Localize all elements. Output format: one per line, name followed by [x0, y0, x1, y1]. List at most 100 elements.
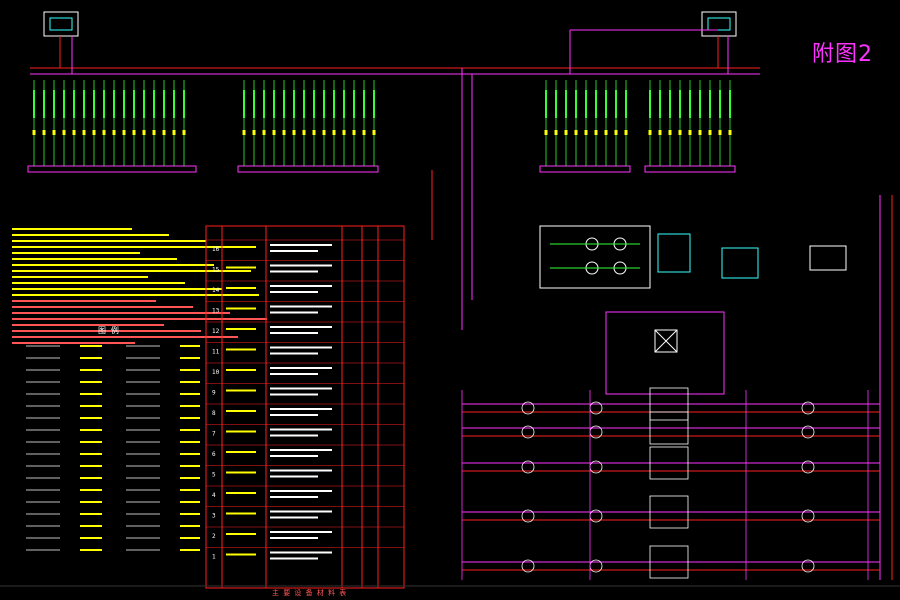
table-row-number: 6: [212, 451, 216, 458]
branch-label-bar: [43, 90, 45, 118]
branch-label-bar: [343, 90, 345, 118]
branch-label-bar: [143, 90, 145, 118]
table-cell: [270, 332, 318, 334]
table-row-number: 5: [212, 472, 216, 479]
branch-label-bar: [323, 90, 325, 118]
note-line: [12, 294, 259, 296]
note-line: [12, 240, 206, 242]
table-cell: [226, 307, 256, 310]
valve-mark: [372, 130, 376, 135]
legend-label: [180, 477, 200, 479]
pump-symbol: [521, 425, 535, 439]
legend-label: [180, 429, 200, 431]
branch-label-bar: [93, 90, 95, 118]
valve-mark: [162, 130, 166, 135]
branch-label-bar: [625, 90, 627, 118]
table-cell: [270, 414, 318, 416]
table-row-number: 4: [212, 492, 216, 499]
valve-mark: [242, 130, 246, 135]
pump-symbol: [521, 559, 535, 573]
branch-label-bar: [565, 90, 567, 118]
valve-mark: [102, 130, 106, 135]
note-line: [12, 270, 251, 272]
note-line: [12, 258, 177, 260]
table-cell: [270, 496, 318, 498]
valve-mark: [554, 130, 558, 135]
drawing-title: 附图2: [812, 42, 873, 67]
valve-mark: [282, 130, 286, 135]
branch-label-bar: [273, 90, 275, 118]
branch-label-bar: [133, 90, 135, 118]
table-cell: [270, 367, 332, 369]
note-line: [12, 234, 169, 236]
branch-label-bar: [313, 90, 315, 118]
valve-mark: [72, 130, 76, 135]
note-line: [12, 312, 230, 314]
legend-label: [80, 405, 102, 407]
branch-label-bar: [709, 90, 711, 118]
valve-mark: [564, 130, 568, 135]
table-cell: [270, 408, 332, 410]
branch-label-bar: [283, 90, 285, 118]
pump-symbol: [801, 559, 815, 573]
table-cell: [270, 428, 332, 431]
valve-mark: [584, 130, 588, 135]
table-cell: [270, 291, 318, 293]
branch-label-bar: [669, 90, 671, 118]
table-row-number: 3: [212, 513, 216, 520]
table-cell: [270, 387, 332, 390]
table-cell: [226, 348, 256, 351]
legend-label: [180, 345, 200, 347]
valve-mark: [352, 130, 356, 135]
legend-label: [80, 477, 102, 479]
table-cell: [226, 451, 256, 453]
table-cell: [226, 287, 256, 289]
valve-mark: [668, 130, 672, 135]
branch-label-bar: [545, 90, 547, 118]
legend-title: 图 例: [98, 326, 119, 335]
unit-box: [649, 446, 689, 480]
table-cell: [270, 551, 332, 554]
table-cell: [270, 264, 332, 267]
valve-mark: [252, 130, 256, 135]
legend-label: [180, 525, 200, 527]
branch-label-bar: [615, 90, 617, 118]
pump-unit-blue: [721, 247, 759, 279]
table-cell: [270, 270, 318, 273]
branch-label-bar: [183, 90, 185, 118]
valve-mark: [698, 130, 702, 135]
table-cell: [226, 471, 256, 474]
branch-label-bar: [659, 90, 661, 118]
valve-mark: [312, 130, 316, 135]
table-cell: [270, 510, 332, 513]
valve-mark: [614, 130, 618, 135]
legend-label: [80, 453, 102, 455]
legend-label: [80, 537, 102, 539]
table-cell: [270, 346, 332, 349]
valve-mark: [122, 130, 126, 135]
notes-block: [12, 228, 267, 344]
water-tank-right: [701, 11, 737, 37]
branch-label-bar: [575, 90, 577, 118]
branch-label-bar: [353, 90, 355, 118]
legend-label: [180, 489, 200, 491]
top-main-pipes: [30, 29, 760, 75]
table-cell: [226, 410, 256, 412]
valve-mark: [52, 130, 56, 135]
branch-label-bar: [649, 90, 651, 118]
table-cell: [270, 434, 318, 437]
branch-risers: [32, 80, 732, 166]
valve-mark: [604, 130, 608, 135]
legend-label: [180, 465, 200, 467]
vertical-mains: [431, 68, 893, 580]
pump-symbol: [521, 509, 535, 523]
branch-label-bar: [689, 90, 691, 118]
pump-symbol: [801, 425, 815, 439]
table-row-number: 14: [212, 287, 220, 294]
branch-label-bar: [293, 90, 295, 118]
legend-label: [80, 381, 102, 383]
valve-mark: [182, 130, 186, 135]
table-cell: [270, 326, 332, 328]
note-line: [12, 288, 222, 290]
